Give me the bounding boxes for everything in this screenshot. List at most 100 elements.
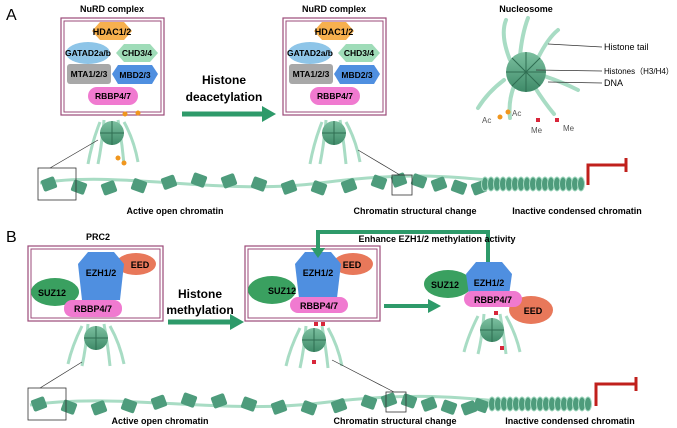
- zoom-box-change: [391, 174, 413, 196]
- chromatin-nucleosome: [60, 399, 78, 415]
- mbd-label: MBD2/3: [341, 70, 372, 80]
- chd-subunit: [116, 44, 158, 62]
- me-label: Me: [563, 124, 575, 133]
- chromatin-nucleosome: [270, 399, 288, 415]
- chromatin-nucleosome: [340, 178, 358, 194]
- methyl-mark: [321, 322, 325, 326]
- chromatin-nucleosome: [90, 400, 108, 416]
- ac-label: Ac: [482, 116, 491, 125]
- nucleosome-detail: Nucleosome Histone tail Histones（H3/H4） …: [476, 4, 674, 135]
- methylation-arrow: Histone methylation: [166, 287, 244, 330]
- repression-mark-a: [586, 163, 626, 185]
- rbbp-subunit: [88, 87, 138, 105]
- acetyl-mark: [115, 155, 121, 161]
- gatad-label: GATAD2a/b: [287, 48, 333, 58]
- deacetylation-label-1: Histone: [202, 73, 246, 87]
- chromatin-nucleosome: [240, 396, 258, 412]
- zoom-box-active: [27, 387, 67, 421]
- prc2-title: PRC2: [86, 232, 110, 242]
- gatad-subunit: [66, 42, 110, 64]
- eed-label: EED: [524, 306, 543, 316]
- nurd-title-left: NuRD complex: [80, 4, 144, 14]
- chromatin-nucleosome: [450, 179, 468, 195]
- chromatin-nucleosome: [180, 392, 198, 408]
- chromatin-nucleosome: [472, 398, 490, 414]
- suz-label: SUZ12: [431, 280, 459, 290]
- methyl-mark: [312, 360, 316, 364]
- nucleosome-a-left: [86, 110, 141, 166]
- chromatin-nucleosome: [390, 172, 408, 188]
- enhance-label: Enhance EZH1/2 methylation activity: [358, 234, 515, 244]
- nucleosome-b-right: [462, 311, 522, 355]
- label-histones: Histones（H3/H4）: [604, 67, 674, 76]
- nucleosome-a-right: [308, 119, 362, 165]
- active-chromatin-label-b: Active open chromatin: [111, 416, 208, 426]
- chromatin-nucleosome: [410, 173, 428, 189]
- chromatin-nucleosome: [30, 396, 48, 412]
- rbbp-label: RBBP4/7: [300, 301, 338, 311]
- chromatin-nucleosome: [250, 176, 268, 192]
- chromatin-nucleosome: [400, 393, 418, 409]
- chromatin-nucleosome: [280, 179, 298, 195]
- acetyl-mark: [505, 109, 511, 115]
- chd-label: CHD3/4: [122, 48, 153, 58]
- rbbp-label: RBBP4/7: [317, 91, 353, 101]
- hdac-subunit: [92, 22, 132, 40]
- methylation-label-1: Histone: [178, 287, 222, 301]
- chromatin-nucleosome: [380, 392, 398, 408]
- chromatin-nucleosome: [210, 393, 228, 409]
- chromatin-fiber-a: Active open chromatin Chromatin structur…: [37, 139, 642, 216]
- condensed-nucleosome: [584, 396, 592, 412]
- active-chromatin-label-a: Active open chromatin: [126, 206, 223, 216]
- zoom-box-change: [385, 391, 407, 413]
- label-histone-tail: Histone tail: [604, 42, 649, 52]
- mta-subunit: [67, 64, 111, 84]
- chromatin-nucleosome: [430, 176, 448, 192]
- rbbp-label: RBBP4/7: [74, 304, 112, 314]
- chromatin-nucleosome: [130, 178, 148, 194]
- deacetylation-label-2: deacetylation: [186, 90, 263, 104]
- inactive-chromatin-label-a: Inactive condensed chromatin: [512, 206, 642, 216]
- chromatin-nucleosome: [420, 396, 438, 412]
- panel-a-letter: A: [6, 7, 17, 24]
- prc2-complex-left: PRC2 SUZ12 EED EZH1/2 RBBP4/7: [27, 232, 164, 322]
- mbd-label: MBD2/3: [119, 70, 150, 80]
- enhance-feedback-arrow: Enhance EZH1/2 methylation activity: [311, 230, 516, 276]
- ezh-label: EZH1/2: [86, 268, 117, 278]
- chromatin-nucleosome: [100, 180, 118, 196]
- methyl-mark: [494, 311, 498, 315]
- acetyl-mark: [122, 111, 128, 117]
- acetyl-mark: [121, 160, 127, 166]
- mbd-subunit: [112, 65, 158, 84]
- repression-mark-b: [594, 382, 636, 406]
- chromatin-nucleosome: [150, 394, 168, 410]
- nurd-complex-right: NuRD complex HDAC1/2 GATAD2a/b CHD3/4 MT…: [282, 4, 387, 116]
- prc2-complex-middle: SUZ12 EED EZH1/2 RBBP4/7: [244, 245, 381, 322]
- nurd-title-right: NuRD complex: [302, 4, 366, 14]
- suz-label: SUZ12: [38, 288, 66, 298]
- middle-to-right-arrow: [384, 299, 441, 313]
- rbbp-label: RBBP4/7: [474, 295, 512, 305]
- chromatin-nucleosomes-b: [30, 392, 592, 416]
- deacetylation-arrow: Histone deacetylation: [182, 73, 276, 122]
- chromatin-nucleosome: [330, 398, 348, 414]
- chd-label: CHD3/4: [344, 48, 375, 58]
- label-dna: DNA: [604, 78, 623, 88]
- eed-label: EED: [343, 260, 362, 270]
- nucleosome-b-left: [66, 323, 126, 367]
- hdac-label: HDAC1/2: [93, 27, 132, 37]
- me-label: Me: [531, 126, 543, 135]
- ac-label: Ac: [512, 109, 521, 118]
- mta-label: MTA1/2/3: [293, 69, 330, 79]
- structural-change-label-a: Chromatin structural change: [353, 206, 476, 216]
- chromatin-nucleosome: [370, 174, 388, 190]
- chromatin-fiber-b: Active open chromatin Chromatin structur…: [27, 359, 638, 426]
- chromatin-nucleosomes-a: [40, 172, 585, 196]
- chromatin-nucleosome: [440, 399, 458, 415]
- chromatin-nucleosome: [40, 176, 58, 192]
- chromatin-nucleosome: [70, 179, 88, 195]
- rbbp-label: RBBP4/7: [95, 91, 131, 101]
- methyl-mark: [536, 118, 540, 122]
- gatad-label: GATAD2a/b: [65, 48, 111, 58]
